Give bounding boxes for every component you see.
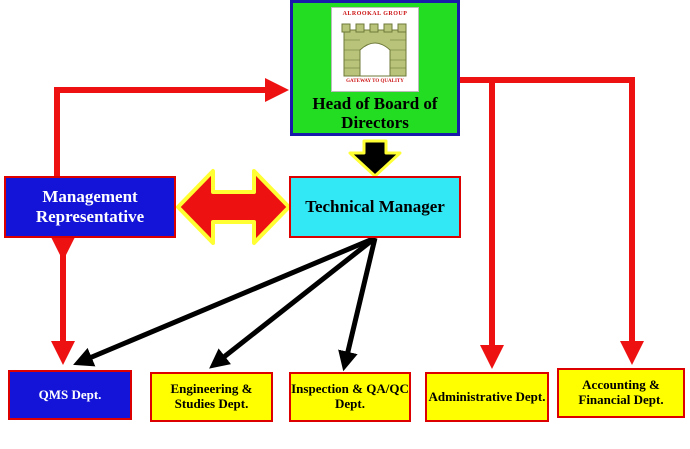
qms-dept-label: QMS Dept. [38,386,102,402]
inspection-dept-box[interactable]: Inspection & QA/QC Dept. [289,372,411,422]
double-arrow-management-technical [176,169,291,245]
connector-head-to-finance [460,77,644,365]
engineering-dept-label: Engineering & Studies Dept. [170,381,253,411]
gateway-icon [341,23,407,77]
logo-top-text: ALROOKAL GROUP [342,11,408,17]
administrative-dept-box[interactable]: Administrative Dept. [425,372,549,422]
logo-bottom-text: GATEWAY TO QUALITY [346,79,404,84]
arrow-technical-to-inspection [338,237,378,372]
engineering-dept-box[interactable]: Engineering & Studies Dept. [150,372,273,422]
qms-dept-box[interactable]: QMS Dept. [8,370,132,420]
accounting-dept-box[interactable]: Accounting & Financial Dept. [557,368,685,418]
inspection-dept-label: Inspection & QA/QC Dept. [291,381,409,411]
arrow-management-to-head [54,78,289,176]
accounting-dept-label: Accounting & Financial Dept. [578,377,664,407]
administrative-dept-label: Administrative Dept. [428,388,546,404]
arrow-head-to-technical [348,139,402,178]
arrow-technical-to-qms [73,235,376,367]
technical-manager-box[interactable]: Technical Manager [289,176,461,238]
head-of-board-label: Head of Board of Directors [312,93,438,133]
arrow-technical-to-engineering [209,236,377,369]
management-representative-box[interactable]: Management Representative [4,176,176,238]
technical-manager-label: Technical Manager [305,197,445,217]
management-representative-label: Management Representative [35,187,145,226]
head-of-board-box[interactable]: ALROOKAL GROUP GATEWAY TO QUALITY Head o… [290,0,460,136]
company-logo: ALROOKAL GROUP GATEWAY TO QUALITY [331,7,419,92]
